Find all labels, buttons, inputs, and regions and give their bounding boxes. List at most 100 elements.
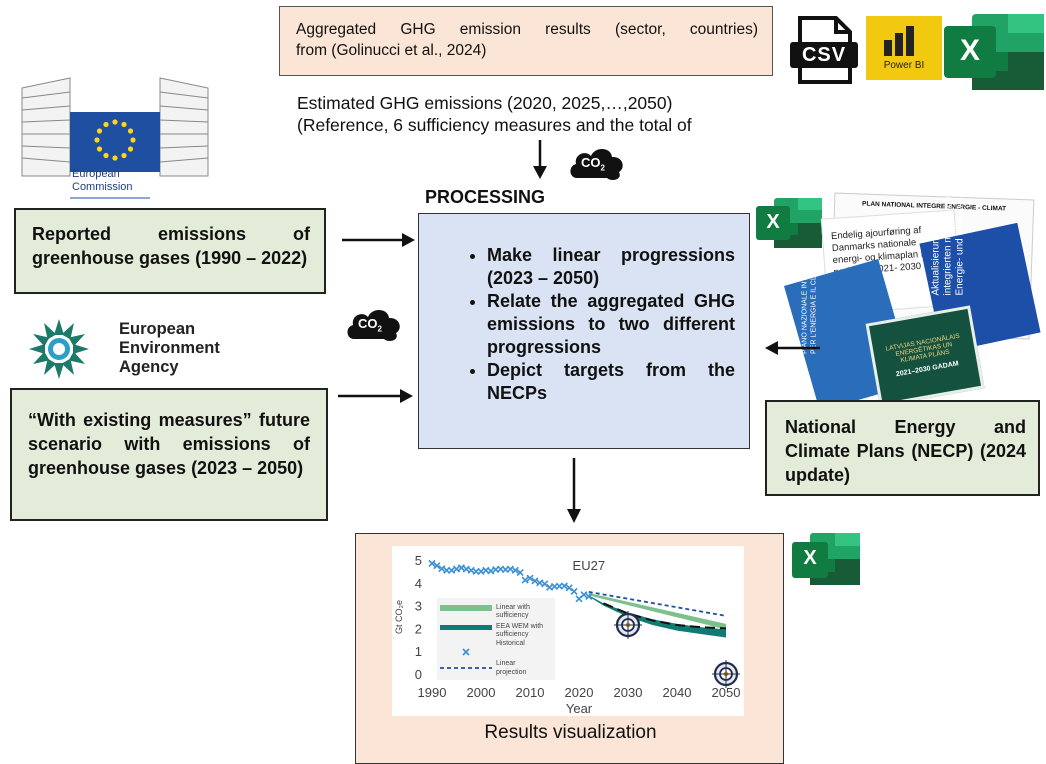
- legend-label-linear-projection-2: projection: [496, 669, 526, 676]
- excel-icon-bottom-letter: X: [803, 547, 817, 569]
- processing-box: Make linear progressions (2023 – 2050) R…: [418, 213, 750, 449]
- x-tick-label: 2050: [712, 685, 741, 700]
- co2-label-top: CO2: [581, 155, 605, 173]
- historical-point: [462, 565, 470, 573]
- ec-logo-line-2: Commission: [72, 181, 133, 193]
- legend-swatch-wem-sufficiency: [440, 625, 492, 630]
- legend-label-linear-sufficiency-2: sufficiency: [496, 612, 529, 619]
- co2-cloud-icon-top: CO2: [567, 144, 627, 184]
- x-tick-label: 2010: [516, 685, 545, 700]
- historical-point: [536, 579, 544, 587]
- source-line-2: from (Golinucci et al., 2024): [296, 42, 487, 59]
- historical-point: [511, 566, 519, 574]
- chart-legend-bg: [437, 598, 555, 680]
- co2-label-middle: CO2: [358, 316, 382, 334]
- processing-bullet-2: Relate the aggregated GHG emissions to t…: [487, 290, 735, 359]
- eea-logo: European Environment Agency: [24, 316, 254, 382]
- excel-icon-middle: X: [756, 198, 822, 248]
- historical-point: [433, 562, 441, 570]
- chart-title: EU27: [573, 558, 606, 573]
- historical-point: [580, 591, 588, 599]
- x-axis-label: Year: [566, 701, 593, 716]
- reported-emissions-text: Reported emissions of greenhouse gases (…: [32, 224, 310, 268]
- arrow-processing-to-results: [566, 458, 582, 524]
- wem-scenario-box: “With existing measures” future scenario…: [10, 388, 328, 521]
- legend-label-linear-projection: Linear: [496, 660, 516, 667]
- ec-logo-line-1: European: [72, 168, 120, 180]
- historical-point: [516, 568, 524, 577]
- necp-box-text: National Energy and Climate Plans (NECP)…: [785, 417, 1026, 485]
- historical-point: [448, 566, 456, 574]
- legend-label-historical: Historical: [496, 640, 525, 647]
- wem-dashed-line: [603, 602, 727, 630]
- necp-box: National Energy and Climate Plans (NECP)…: [765, 400, 1040, 496]
- arrow-reported-to-processing: [342, 232, 416, 248]
- european-commission-logo: European Commission: [20, 76, 210, 200]
- legend-label-wem-sufficiency: EEA WEM with: [496, 623, 543, 630]
- x-tick-label: 2030: [614, 685, 643, 700]
- y-tick-label: 1: [415, 644, 422, 659]
- powerbi-icon-label: Power BI: [883, 60, 925, 71]
- linear-projection-line: [588, 591, 727, 617]
- arrow-wem-to-processing: [338, 388, 414, 404]
- historical-point: [526, 574, 534, 582]
- historical-point: [565, 584, 573, 592]
- historical-point: [585, 592, 593, 601]
- results-label: Results visualization: [484, 722, 657, 743]
- y-axis-label: Gt CO₂e: [394, 600, 404, 634]
- legend-swatch-linear-sufficiency: [440, 605, 492, 611]
- x-tick-label: 1990: [418, 685, 447, 700]
- historical-point: [457, 564, 465, 572]
- x-tick-label: 2020: [565, 685, 594, 700]
- csv-icon-label: CSV: [801, 44, 847, 66]
- historical-point: [506, 565, 514, 573]
- processing-bullet-3: Depict targets from the NECPs: [487, 359, 735, 405]
- historical-point: [521, 576, 529, 584]
- eea-logo-line-3: Agency: [119, 358, 179, 376]
- eea-logo-line-1: European: [119, 320, 196, 338]
- x-tick-label: 2000: [467, 685, 496, 700]
- csv-icon: CSV: [788, 14, 860, 86]
- source-line-1: Aggregated GHG emission results (sector,…: [296, 21, 758, 38]
- legend-label-wem-sufficiency-2: sufficiency: [496, 631, 529, 638]
- y-tick-label: 0: [415, 667, 422, 682]
- historical-point: [560, 582, 568, 590]
- excel-icon-middle-letter: X: [766, 211, 780, 233]
- legend-label-linear-sufficiency: Linear with: [496, 604, 530, 611]
- historical-point: [438, 565, 446, 573]
- processing-bullet-1: Make linear progressions (2023 – 2050): [487, 244, 735, 290]
- eea-logo-line-2: Environment: [119, 339, 220, 357]
- processing-title: PROCESSING: [425, 187, 546, 207]
- historical-point: [477, 567, 485, 575]
- estimated-line-1: Estimated GHG emissions (2020, 2025,…,20…: [297, 93, 673, 113]
- co2-cloud-icon-middle: CO2: [344, 305, 404, 345]
- legend-swatch-historical: [462, 648, 470, 656]
- doc-latvian-plan: LATVIJAS NACIONĀLAIS ENERGĒTIKAS UN KLIM…: [865, 305, 985, 407]
- estimated-line-2: (Reference, 6 sufficiency measures and t…: [297, 115, 692, 135]
- historical-point: [428, 559, 436, 567]
- necp-documents-collage: PLAN NATIONAL INTEGRE ENERGIE - CLIMAT E…: [780, 187, 1041, 411]
- reported-emissions-box: Reported emissions of greenhouse gases (…: [14, 208, 326, 294]
- historical-point: [541, 580, 549, 588]
- linear-sufficiency-band: [588, 593, 726, 630]
- excel-icon-top: X: [944, 14, 1044, 90]
- wem-scenario-text: “With existing measures” future scenario…: [28, 410, 310, 478]
- historical-point: [531, 577, 539, 585]
- estimated-emissions-text: Estimated GHG emissions (2020, 2025,…,20…: [297, 92, 767, 136]
- wem-sufficiency-band: [588, 595, 726, 638]
- historical-point: [487, 567, 495, 575]
- historical-point: [570, 587, 578, 596]
- y-tick-label: 4: [415, 576, 422, 591]
- historical-point: [467, 566, 475, 574]
- excel-icon-bottom: X: [792, 533, 860, 585]
- source-results-box: Aggregated GHG emission results (sector,…: [279, 6, 773, 76]
- excel-icon-top-letter: X: [959, 34, 980, 67]
- x-tick-label: 2040: [663, 685, 692, 700]
- powerbi-icon: Power BI: [866, 16, 942, 80]
- y-tick-label: 3: [415, 599, 422, 614]
- arrow-necp-to-processing: [764, 340, 820, 356]
- arrow-down-to-processing: [532, 140, 548, 180]
